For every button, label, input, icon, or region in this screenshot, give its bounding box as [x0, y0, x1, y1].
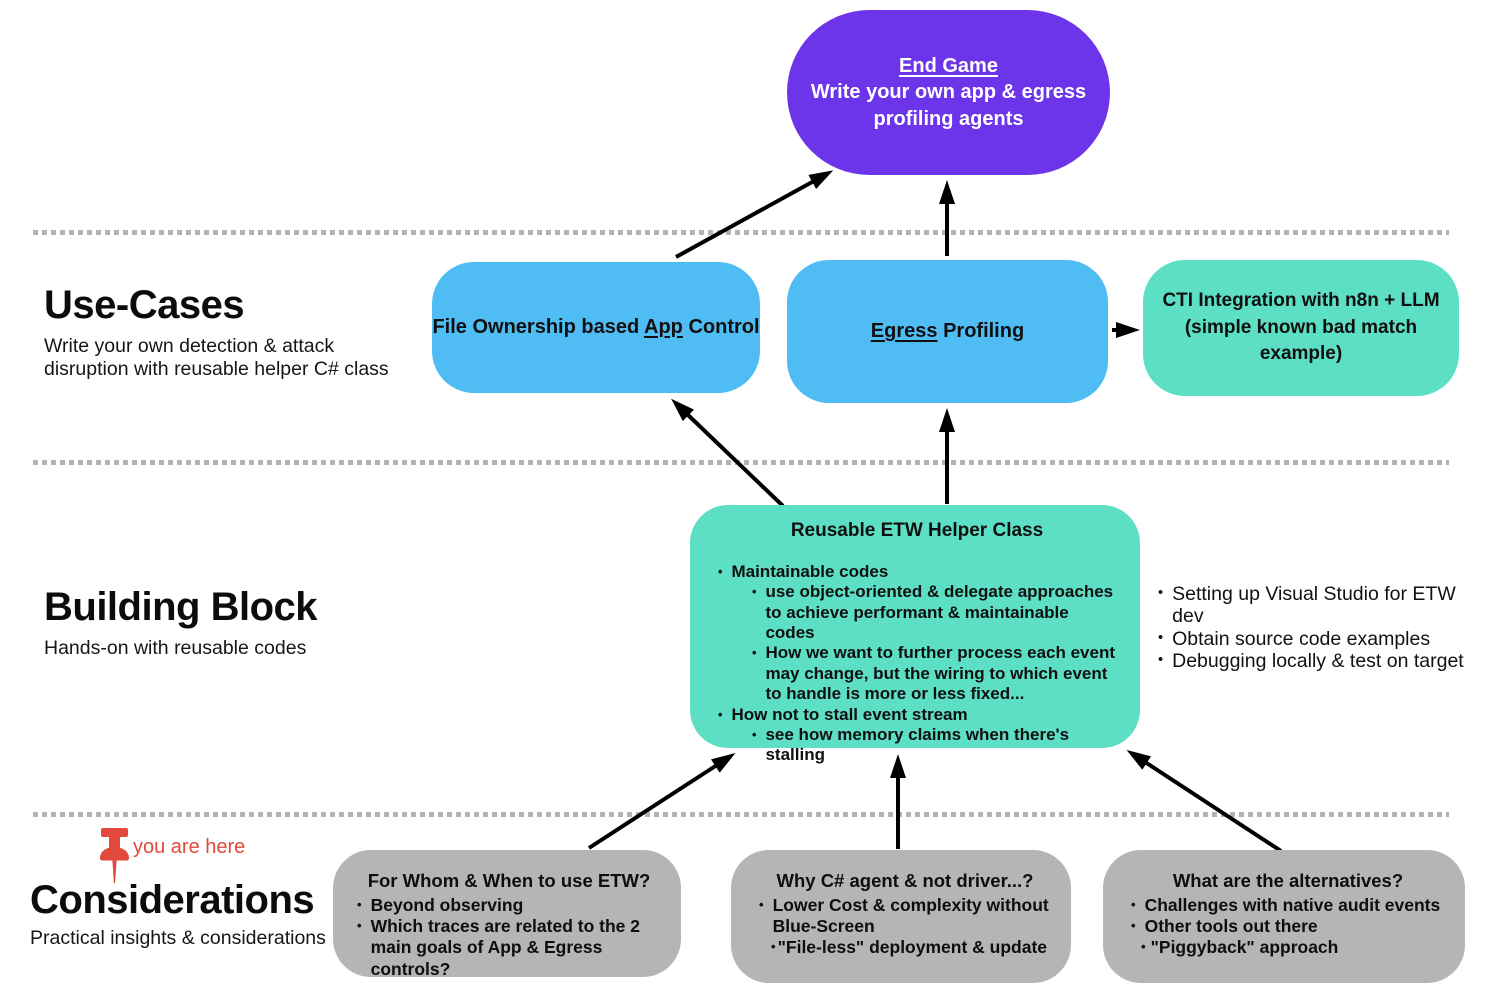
cti-line2: (simple known bad match example) [1184, 316, 1418, 365]
you-are-here-label: you are here [133, 836, 246, 858]
helper-subbullet-oop: use object-oriented & delegate approache… [752, 582, 1122, 643]
helper-subbullet-wiring: How we want to further process each even… [752, 643, 1122, 704]
arrow-appcontrol-to-endgame [675, 170, 834, 259]
egress-text-suffix: Profiling [937, 320, 1025, 342]
building-block-heading: Building Block [44, 585, 318, 629]
endgame-title: End Game [899, 54, 998, 77]
endgame-node: End Game Write your own app & egress pro… [787, 10, 1110, 175]
building-block-subtitle: Hands-on with reusable codes [44, 637, 307, 659]
considerations-box-why-csharp: Why C# agent & not driver...? Lower Cost… [731, 850, 1071, 983]
etw-helper-class-node: Reusable ETW Helper Class Maintainable c… [690, 505, 1140, 764]
egress-text-underlined: Egress [870, 320, 938, 342]
egress-profiling-node: Egress Profiling [787, 260, 1108, 403]
building-block-section-label: Building Block Hands-on with reusable co… [44, 585, 318, 660]
endgame-line1: Write your own app & egress [810, 81, 1087, 104]
side-note-source-code: Obtain source code examples [1158, 628, 1480, 651]
box2-bullet-cost: Lower Cost & complexity without Blue-Scr… [759, 895, 1055, 938]
helper-subbullet-memory: see how memory claims when there's stall… [752, 725, 1122, 766]
box3-title: What are the alternatives? [1172, 870, 1404, 891]
section-divider-middle [33, 460, 1449, 465]
app-control-node: File Ownership based App Control [432, 262, 760, 393]
considerations-section-label: Considerations Practical insights & cons… [30, 878, 326, 950]
app-control-text-suffix: Control [682, 316, 760, 338]
considerations-box-alternatives: What are the alternatives? Challenges wi… [1103, 850, 1465, 983]
use-cases-heading: Use-Cases [44, 283, 245, 327]
box1-bullet-observing: Beyond observing [357, 895, 665, 916]
considerations-subtitle: Practical insights & considerations [30, 927, 326, 949]
cti-integration-node: CTI Integration with n8n + LLM (simple k… [1143, 260, 1459, 396]
box3-bullet-other-tools: Other tools out there [1131, 916, 1449, 937]
use-cases-subtitle-line2: disruption with reusable helper C# class [44, 358, 389, 381]
section-divider-top [33, 230, 1449, 235]
box1-title: For Whom & When to use ETW? [367, 870, 651, 891]
app-control-text-underlined: App [644, 316, 683, 338]
section-divider-bottom [33, 812, 1449, 817]
side-note-debugging: Debugging locally & test on target [1158, 651, 1480, 673]
pushpin-icon [94, 827, 134, 902]
side-note-visual-studio: Setting up Visual Studio for ETW dev [1158, 583, 1480, 628]
helper-bullet-maintainable: Maintainable codes [718, 562, 1122, 582]
box2-bullet-fileless: "File-less" deployment & update [771, 937, 1055, 958]
arrow-box1-to-helper [587, 753, 736, 850]
app-control-text-prefix: File Ownership based [432, 316, 644, 338]
helper-bullet-stall: How not to stall event stream [718, 705, 1122, 725]
helper-class-title: Reusable ETW Helper Class [790, 520, 1044, 541]
box3-bullet-piggyback: "Piggyback" approach [1141, 937, 1449, 958]
use-cases-section-label: Use-Cases Write your own detection & att… [44, 283, 389, 382]
cti-line1: CTI Integration with n8n + LLM [1162, 290, 1440, 312]
arrow-box3-to-helper [1126, 749, 1283, 853]
box2-title: Why C# agent & not driver...? [776, 870, 1034, 891]
use-cases-subtitle-line1: Write your own detection & attack [44, 335, 335, 357]
considerations-heading: Considerations [30, 878, 315, 922]
considerations-box-for-whom: For Whom & When to use ETW? Beyond obser… [333, 850, 681, 980]
endgame-line2: profiling agents [873, 107, 1024, 130]
building-block-side-notes: Setting up Visual Studio for ETW dev Obt… [1158, 583, 1480, 674]
box1-bullet-traces: Which traces are related to the 2 main g… [357, 916, 665, 980]
box3-bullet-audit-events: Challenges with native audit events [1131, 895, 1449, 916]
